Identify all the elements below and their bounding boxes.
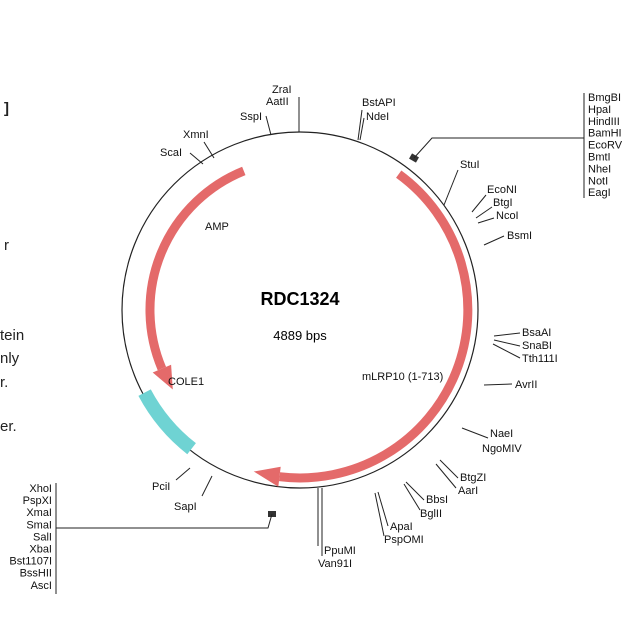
margin-fragment: r. [0,374,9,391]
site-label-aari: AarI [458,485,478,497]
bsaai-tick [493,332,521,337]
pcii-tick [175,467,191,481]
site-label-sali: SalI [33,531,52,543]
amp-label: AMP [205,221,229,233]
amp-arrowhead [152,364,173,390]
site-label-sapi: SapI [174,501,197,513]
sapi-tick [201,475,213,497]
margin-bracket: ] [4,100,9,117]
site-label-apai: ApaI [390,521,413,533]
bsmi-tick [483,235,505,246]
site-label-ncoi: NcoI [496,210,519,222]
site-label-bmgbi: BmgBI [588,92,621,104]
site-label-ppumi: PpuMI [324,545,356,557]
apai-tick [377,491,389,527]
site-label-bbsi: BbsI [426,494,448,506]
site-label-pcii: PciI [152,481,170,493]
cole1-feature [138,389,197,455]
site-label-bmti: BmtI [588,152,611,164]
avrii-tick [483,383,513,386]
site-label-ecorv: EcoRV [588,140,623,152]
site-label-bsmi: BsmI [507,230,532,242]
econi-tick [471,194,487,213]
ncoi-tick [477,217,495,224]
bstapi-tick [357,109,363,141]
site-label-bsshii: BssHII [20,568,52,580]
plasmid-name: RDC1324 [260,289,339,309]
site-label-xhoi: XhoI [29,483,52,495]
amp-feature-arrow [145,166,246,371]
aari-tick [435,463,457,489]
site-label-bsaai: BsaAI [522,327,551,339]
site-label-btgi: BtgI [493,197,513,209]
site-label-eagi: EagI [588,187,611,199]
mlrp10-arrowhead [253,466,281,487]
mlrp10-label: mLRP10 (1-713) [362,371,443,383]
site-label-bstapi: BstAPI [362,97,396,109]
margin-fragment: r [4,237,9,254]
sspi-tick [265,115,272,136]
stui-tick [443,169,459,206]
site-label-asci: AscI [31,580,52,592]
tth-tick [492,343,521,359]
site-label-bamhi: BamHI [588,128,622,140]
naei-tick [461,427,489,439]
site-label-aatii: AatII [266,96,289,108]
site-label-nhei: NheI [588,163,611,175]
site-label-ndei: NdeI [366,111,389,123]
mcs1-leader [413,137,584,159]
site-label-zrai: ZraI [272,84,292,96]
mcs2-site-list: XhoIPspXIXmaISmaISalIXbaIBst1107IBssHIIA… [9,483,52,592]
snabi-tick [493,339,521,347]
site-label-hpai: HpaI [588,104,611,116]
xmni-tick [203,141,215,159]
site-label-van91i: Van91I [318,558,352,570]
pspomi-tick [374,492,385,537]
site-label-scai: ScaI [160,147,182,159]
site-label-snabi: SnaBI [522,340,552,352]
margin-fragment: tein [0,327,25,344]
btgzi-tick [439,459,459,479]
site-label-naei: NaeI [490,428,513,440]
mlrp10-feature-arrow [278,170,473,483]
plasmid-backbone [121,131,479,489]
site-label-xmai: XmaI [26,507,52,519]
site-label-smai: SmaI [26,519,52,531]
plasmid-size: 4889 bps [273,328,327,343]
bbsi-tick [405,481,425,501]
site-label-tth111i: Tth111I [522,353,558,365]
margin-fragment: nly [0,350,20,367]
site-label-hindiii: HindIII [588,116,620,128]
site-label-pspxi: PspXI [23,495,52,507]
margin-fragment: er. [0,418,17,435]
site-label-pspomi: PspOMI [384,534,424,546]
site-label-xmni: XmnI [183,129,209,141]
site-label-stui: StuI [460,159,480,171]
site-label-avrii: AvrII [515,379,537,391]
scai-tick [189,152,204,165]
mcs1-site-list: BmgBIHpaIHindIIIBamHIEcoRVBmtINheINotIEa… [588,92,623,199]
btgi-tick [475,206,493,219]
site-label-btgzi: BtgZI [460,472,486,484]
bglii-tick [403,483,421,511]
site-label-econi: EcoNI [487,184,517,196]
site-label-noti: NotI [588,175,608,187]
site-label-xbai: XbaI [29,544,52,556]
site-label-bst1107i: Bst1107I [9,556,52,568]
cole1-label: COLE1 [168,376,204,388]
site-label-ngomiv: NgoMIV [482,443,522,455]
mcs2-leader [56,513,273,529]
ndei-tick [359,117,365,141]
site-label-sspi: SspI [240,111,262,123]
site-ticks [55,93,585,594]
site-label-bglii: BglII [420,508,442,520]
